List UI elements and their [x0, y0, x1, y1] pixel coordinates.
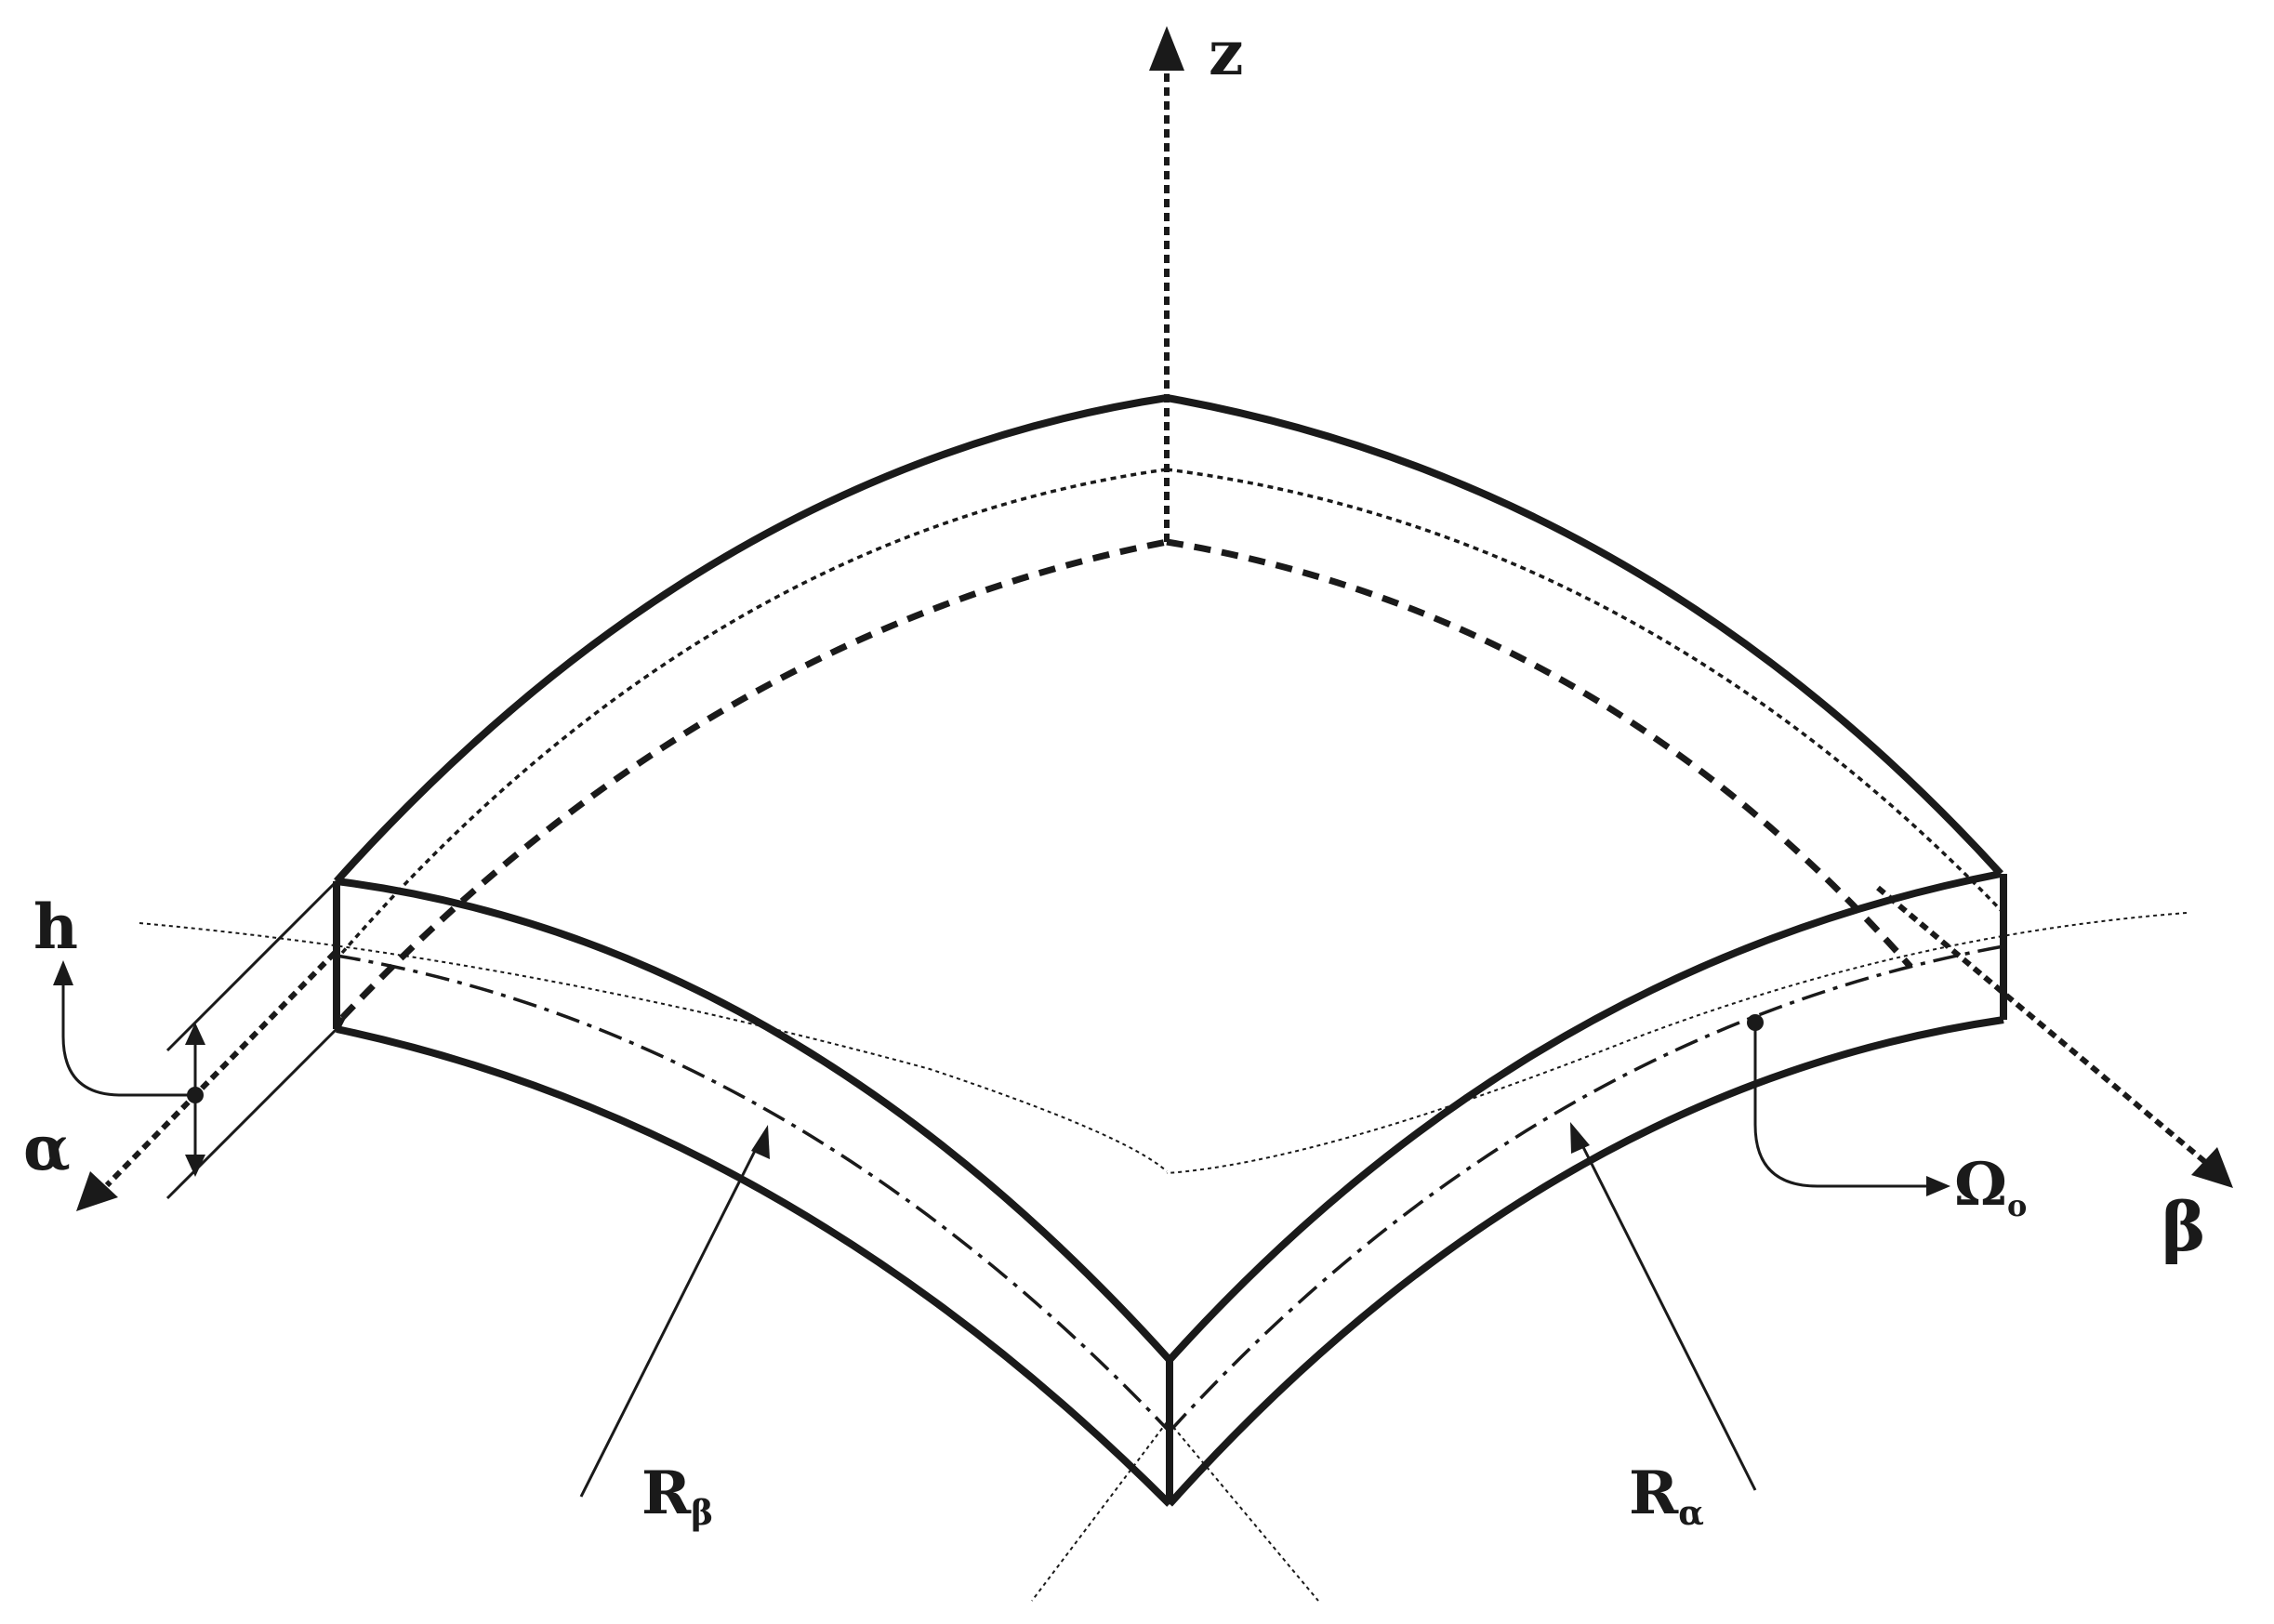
alpha-axis-arrowhead [76, 1171, 118, 1211]
bottom-surface-left-edge [339, 538, 1168, 1021]
mid-surface-back-right [1166, 468, 2005, 915]
thickness-leader [61, 981, 195, 1097]
mid-surface-subscript: o [2007, 1188, 2027, 1223]
radius-alpha-leader [1579, 1141, 1757, 1491]
mid-surface-front-right [1168, 944, 2004, 1433]
thickness-extension-top [165, 879, 338, 1052]
radius-alpha-subscript: α [1678, 1494, 1704, 1533]
mid-surface-reference-curve-right [1166, 912, 2188, 1174]
beta-axis-arrowhead [2191, 1147, 2233, 1188]
bottom-surface-right-edge [1166, 538, 1913, 970]
mid-surface-back-left [340, 468, 1168, 955]
normal-line-right [1172, 1426, 1319, 1602]
alpha-axis-label: α [23, 1112, 71, 1184]
mid-surface-leader-arrowhead [1926, 1176, 1950, 1196]
radius-alpha-label: Rα [1629, 1459, 1704, 1533]
left-hidden-connector [333, 1016, 346, 1031]
top-surface-left-edge [334, 394, 1168, 884]
thickness-leader-arrowhead [53, 960, 73, 985]
radius-beta-subscript: β [691, 1494, 713, 1533]
mid-surface-front-left [336, 954, 1171, 1433]
thickness-label: h [33, 891, 78, 963]
radius-alpha-symbol: R [1629, 1459, 1679, 1528]
mid-surface-label: Ωo [1954, 1150, 2027, 1223]
z-axis-arrowhead [1149, 26, 1184, 71]
beta-axis-line [1876, 885, 2207, 1165]
front-right-top-edge [1167, 870, 2002, 1363]
radius-beta-symbol: R [641, 1459, 692, 1528]
radius-alpha-arrowhead [1570, 1122, 1590, 1154]
radius-beta-leader [579, 1144, 760, 1498]
alpha-axis-line [104, 950, 337, 1188]
thickness-extension-bottom [165, 1027, 338, 1200]
mid-surface-leader [1753, 1023, 1926, 1188]
front-left-top-edge [336, 878, 1172, 1363]
top-surface-right-edge [1166, 394, 2003, 877]
thickness-arrow-up [185, 1023, 205, 1045]
front-left-bottom-edge [336, 1025, 1172, 1507]
thickness-arrow-down [185, 1155, 205, 1177]
radius-beta-label: Rβ [641, 1459, 713, 1533]
mid-surface-reference-curve [139, 922, 1168, 1172]
normal-line-left [1031, 1421, 1168, 1602]
radius-beta-arrowhead [751, 1125, 770, 1159]
front-right-bottom-edge [1167, 1016, 2004, 1507]
beta-axis-label: β [2162, 1187, 2206, 1266]
mid-surface-symbol: Ω [1954, 1150, 2007, 1220]
z-axis-label: z [1209, 17, 1243, 89]
